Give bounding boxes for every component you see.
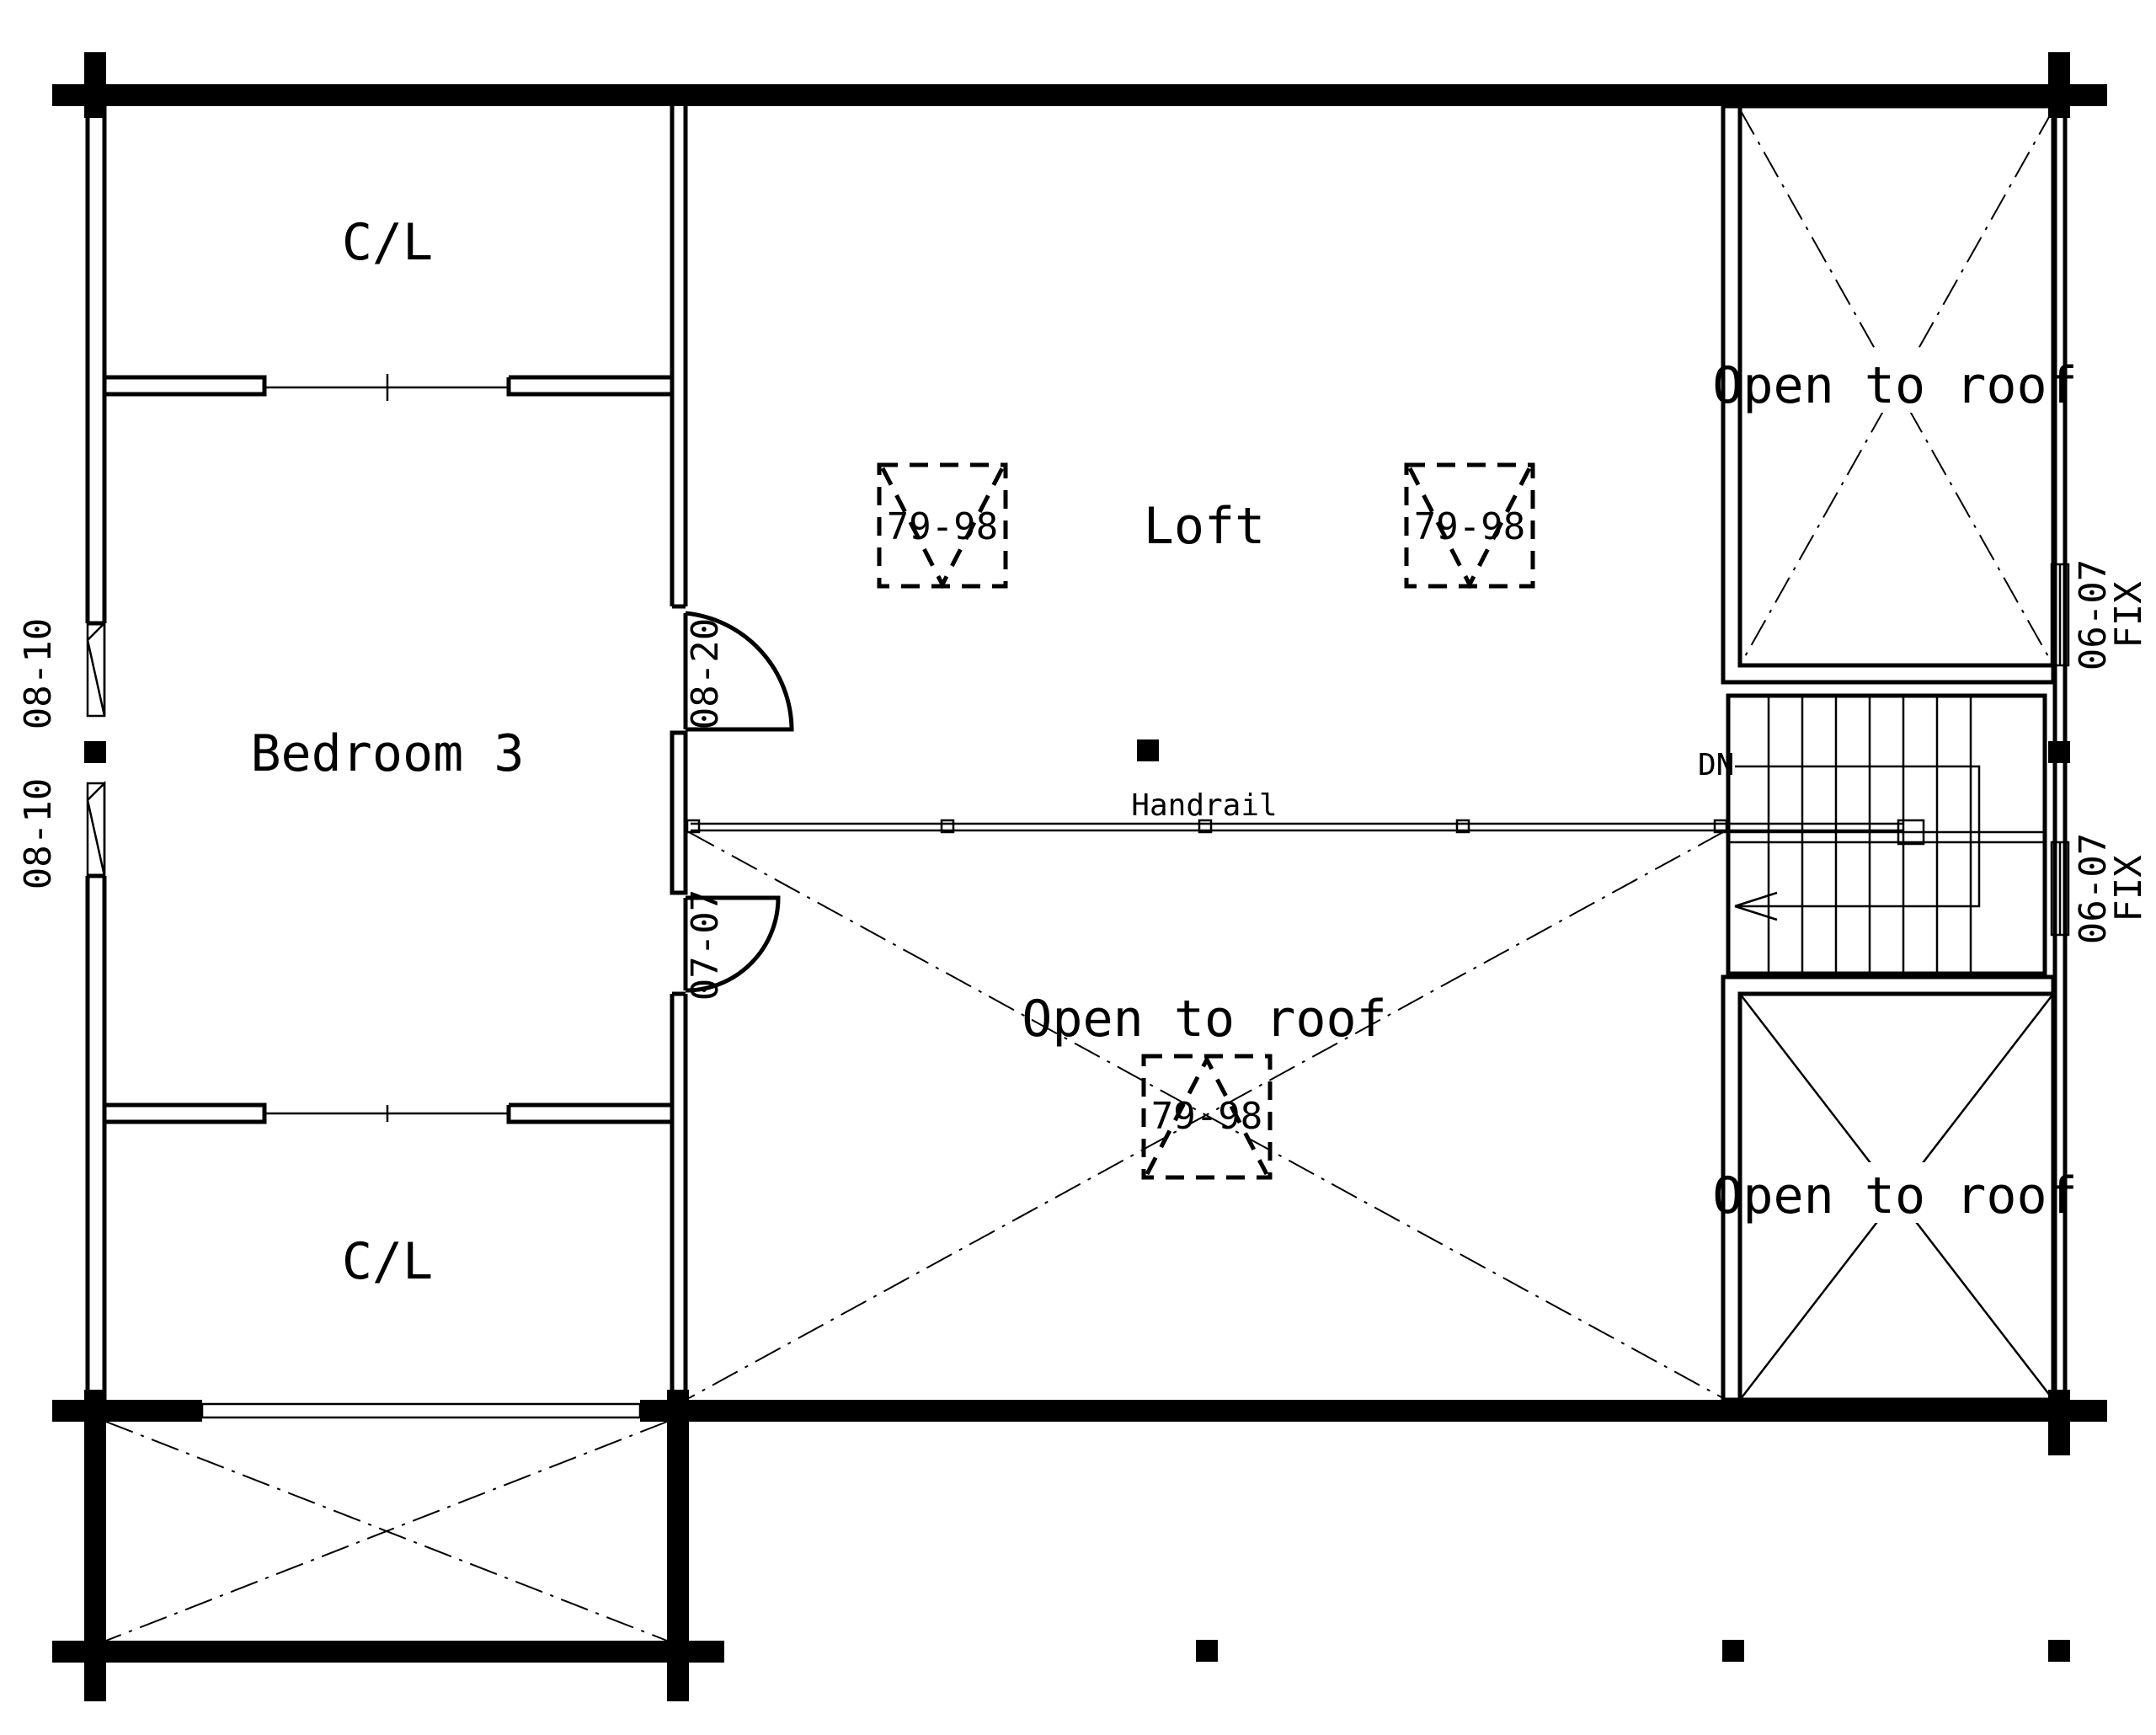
room-label-closet-top: C/L xyxy=(342,213,433,272)
room-label-open-roof-lower-right: Open to roof xyxy=(1712,1166,2077,1225)
skylight-3: 79-98 xyxy=(1141,1054,1273,1180)
skylight-code: 79-98 xyxy=(1414,505,1525,548)
window-type-right-upper: FIX xyxy=(2107,581,2150,649)
skylight-2: 79-98 xyxy=(1404,462,1535,590)
room-label-open-roof-upper-right: Open to roof xyxy=(1712,356,2077,415)
stair-direction-label: DN xyxy=(1698,748,1734,782)
room-label-loft: Loft xyxy=(1144,497,1266,556)
skylight-1: 79-98 xyxy=(877,462,1008,590)
skylight-code: 79-98 xyxy=(887,505,998,548)
door-code-bedroom: 08-20 xyxy=(684,618,727,729)
window-code-left-lower: 08-10 xyxy=(17,778,60,889)
window-code-right-upper: 06-07 xyxy=(2072,559,2115,670)
bedroom-loft-partition xyxy=(670,106,688,1400)
staircase: DN xyxy=(1698,693,2047,976)
window-type-right-lower: FIX xyxy=(2107,855,2150,922)
closet-door: 07-07 xyxy=(683,889,781,1001)
left-window-upper: 08-10 xyxy=(17,618,106,729)
door-code-closet: 07-07 xyxy=(684,889,727,1001)
porch-opening xyxy=(105,1400,668,1642)
room-label-bedroom: Bedroom 3 xyxy=(250,724,524,783)
room-label-closet-bottom: C/L xyxy=(342,1232,433,1291)
right-window-lower: 06-07 FIX xyxy=(2050,833,2150,944)
handrail-label: Handrail xyxy=(1131,788,1277,823)
left-window-lower: 08-10 xyxy=(17,778,106,889)
window-code-right-lower: 06-07 xyxy=(2072,833,2115,944)
right-window-upper: 06-07 FIX xyxy=(2050,559,2150,670)
open-to-roof-center xyxy=(688,831,1724,1399)
exterior-walls xyxy=(52,52,2107,1701)
skylight-code: 79-98 xyxy=(1151,1095,1262,1138)
closet-partitions xyxy=(104,374,672,1124)
handrail: Handrail xyxy=(686,788,1903,834)
bedroom-door: 08-20 xyxy=(683,611,794,732)
room-label-open-roof-center: Open to roof xyxy=(1022,990,1386,1049)
left-wall xyxy=(85,106,107,1400)
window-code-left-upper: 08-10 xyxy=(17,618,60,729)
